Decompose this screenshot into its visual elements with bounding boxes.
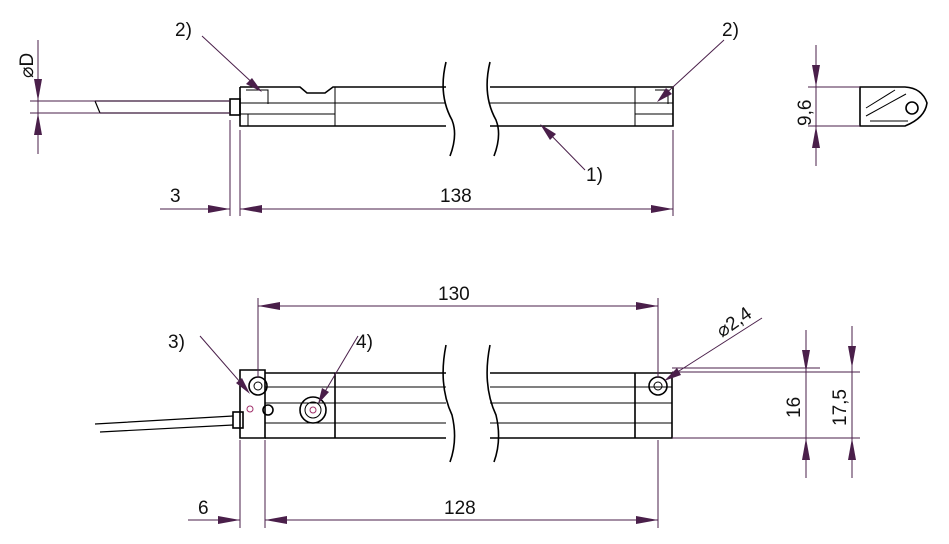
top-dimensions [30,35,725,216]
callout-top-left: 2) [175,20,192,41]
dim-top-diameter: ⌀D [17,53,38,78]
bottom-body-right [490,372,673,439]
dim-bottom-height-outer: 17,5 [830,389,851,426]
bottom-break-left [442,344,456,463]
leader-hole-diameter [667,317,763,379]
top-cable [94,100,230,114]
bottom-cable-gland [232,411,244,429]
side-view [808,45,928,166]
dim-bottom-hole-pitch: 130 [438,284,470,305]
callout-clamp: 3) [168,332,185,353]
leader-adjuster [319,335,359,401]
adjuster-screw [299,396,327,424]
callout-adjuster: 4) [356,332,373,353]
dim-side-height: 9,6 [795,100,816,126]
top-body-left [239,86,446,127]
top-view [94,61,674,157]
leader-top-right [660,39,725,99]
dim-bottom-cable-offset: 6 [198,498,209,519]
bottom-break-right [486,344,500,463]
bottom-view [94,344,673,463]
dim-top-cable-offset: 3 [170,186,181,207]
top-body-right [490,86,674,127]
top-break-right [486,61,500,157]
dim-bottom-length: 128 [444,498,476,519]
bottom-body-left [265,372,446,439]
bottom-cable [94,415,234,433]
dim-top-length: 138 [440,186,472,207]
dim-bottom-hole-diameter: ⌀2,4 [713,303,756,342]
top-cable-gland [229,98,241,116]
leader-top-left [201,35,259,89]
bottom-dimensions [188,298,860,528]
mount-hole-right [648,376,668,396]
top-break-left [442,61,456,157]
dim-bottom-height-inner: 16 [784,397,805,418]
side-profile [859,86,928,127]
callout-top-body: 1) [586,165,603,186]
callout-top-right: 2) [722,20,739,41]
